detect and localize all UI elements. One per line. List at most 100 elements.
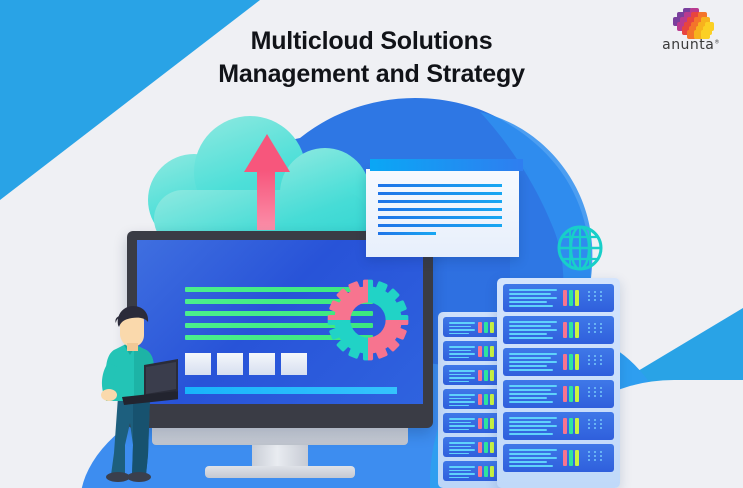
server-unit-line (449, 370, 475, 372)
server-status-indicators (563, 450, 579, 466)
logo-mark-dot (680, 17, 689, 26)
server-unit-line (509, 329, 557, 331)
arrow-head (244, 134, 290, 172)
server-status-indicator (563, 386, 567, 402)
server-port-dot (600, 331, 602, 333)
server-status-indicator (478, 466, 482, 477)
server-port-dot (594, 299, 596, 301)
monitor-foot (205, 466, 355, 478)
server-port-dots (588, 355, 604, 365)
server-status-indicators (478, 418, 494, 429)
server-unit-line (509, 425, 557, 427)
server-port-dot (600, 395, 602, 397)
server-status-indicator (478, 322, 482, 333)
server-port-dot (588, 451, 590, 453)
server-status-indicator (484, 466, 488, 477)
page-title: Multicloud Solutions Management and Stra… (0, 26, 743, 92)
settings-gear-icon (326, 278, 410, 362)
server-unit-lines (449, 346, 475, 360)
server-unit-line (449, 418, 475, 420)
server-unit-line (449, 332, 469, 334)
server-unit (503, 316, 614, 344)
server-status-indicator (490, 346, 494, 357)
server-port-dot (594, 423, 596, 425)
server-port-dot (600, 359, 602, 361)
server-port-dot (594, 387, 596, 389)
server-status-indicator (484, 394, 488, 405)
server-unit-line (449, 397, 471, 399)
server-status-indicator (490, 370, 494, 381)
server-unit-line (449, 452, 469, 454)
server-status-indicator (575, 290, 579, 306)
server-unit-line (449, 394, 475, 396)
server-status-indicator (569, 354, 573, 370)
server-port-dot (600, 291, 602, 293)
server-status-indicator (478, 346, 482, 357)
server-unit-line (509, 333, 547, 335)
server-unit-line (509, 385, 557, 387)
server-unit-line (449, 449, 475, 451)
server-unit-line (449, 325, 471, 327)
server-unit-line (449, 421, 471, 423)
server-unit-line (509, 397, 547, 399)
server-unit-line (509, 293, 551, 295)
server-port-dot (588, 391, 590, 393)
server-status-indicator (569, 450, 573, 466)
arrow-stem (257, 170, 275, 230)
screen-text-line (185, 335, 373, 340)
server-unit-line (509, 301, 547, 303)
monitor-base (152, 427, 408, 445)
logo-mark-dot (701, 17, 710, 26)
server-status-indicator (490, 466, 494, 477)
server-unit-lines (449, 418, 475, 432)
screen-text-lines (185, 287, 373, 347)
server-port-dot (600, 299, 602, 301)
server-status-indicators (563, 354, 579, 370)
person-with-laptop (101, 306, 178, 482)
monitor-screen (137, 240, 423, 404)
server-port-dot (588, 355, 590, 357)
server-unit-line (509, 297, 557, 299)
server-port-dot (600, 459, 602, 461)
server-status-indicator (575, 386, 579, 402)
anunta-mark-icon (669, 8, 714, 39)
server-unit-line (449, 473, 475, 475)
screen-text-line (185, 311, 373, 316)
server-unit-line (509, 457, 557, 459)
logo-mark-dot (673, 17, 682, 26)
card-text-line (378, 184, 502, 187)
server-port-dot (588, 323, 590, 325)
globe-icon (557, 225, 603, 271)
logo-mark-dot (687, 30, 696, 39)
server-port-dot (588, 427, 590, 429)
server-unit-line (449, 445, 471, 447)
server-status-indicators (563, 386, 579, 402)
server-status-indicator (478, 442, 482, 453)
screen-widget-box (217, 353, 243, 375)
server-status-indicator (484, 418, 488, 429)
server-port-dots (588, 323, 604, 333)
server-port-dot (600, 363, 602, 365)
server-port-dot (588, 395, 590, 397)
screen-text-line (185, 299, 373, 304)
server-unit-line (509, 433, 553, 435)
server-port-dot (594, 427, 596, 429)
server-unit-line (509, 361, 557, 363)
card-text-line (378, 224, 502, 227)
screen-widget-box (249, 353, 275, 375)
server-status-indicators (478, 370, 494, 381)
logo-mark-dot (684, 12, 693, 21)
server-unit-line (449, 476, 469, 478)
server-status-indicators (478, 322, 494, 333)
server-status-indicator (478, 394, 482, 405)
server-unit-lines (509, 353, 557, 373)
server-status-indicator (575, 450, 579, 466)
server-status-indicator (484, 322, 488, 333)
server-status-indicator (484, 442, 488, 453)
server-status-indicator (569, 322, 573, 338)
server-unit-line (449, 380, 469, 382)
server-port-dot (600, 327, 602, 329)
server-status-indicator (569, 290, 573, 306)
server-status-indicators (478, 466, 494, 477)
